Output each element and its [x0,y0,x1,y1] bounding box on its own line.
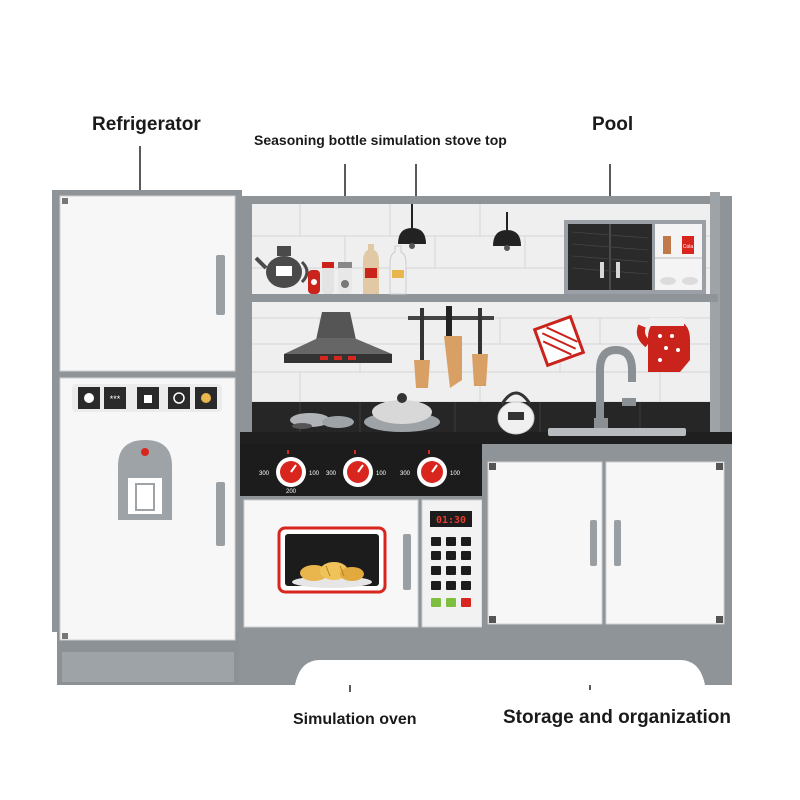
pendant-lamp-icon [398,204,426,249]
knob-right-scale-300: 300 [400,471,411,477]
water-dispenser-icon [118,440,172,520]
utensil-rack [408,306,494,388]
refrigerator-label: Refrigerator [92,114,201,135]
knob-right-scale-100: 100 [450,471,461,477]
knob-left-scale-200: 200 [286,489,297,495]
timer-display-text: 01:30 [436,515,466,526]
oven-pause-key [446,598,456,607]
oven-stop-key [461,598,471,607]
utensil-icon [414,308,430,388]
storage-left-handle [590,520,597,566]
fridge-lower-handle [216,482,225,546]
pool-label: Pool [592,114,634,135]
utensil-icon [444,306,462,388]
faucet-icon [594,345,636,428]
timer-display [430,511,472,527]
oven-handle [403,534,411,590]
storage-right-door [605,461,725,625]
knob-left-scale-300: 300 [259,471,270,477]
pendant-lamp-icon [493,212,521,251]
knob-mid-scale-300: 300 [326,471,337,477]
cola-can-label: Cola [683,244,694,250]
storage-left-door [487,461,603,625]
storage-cabinet [482,444,732,630]
refrigerator: *** [52,190,242,641]
countertop [240,345,732,444]
oven-mitt-icon [636,318,690,372]
utensil-icon [472,308,488,386]
cooking-pot [364,393,440,432]
knob-mid-scale-100: 100 [376,471,387,477]
kettle-icon [497,391,535,435]
oven-start-key [431,598,441,607]
seasoning-stove-label: Seasoning bottle simulation stove top [254,132,507,148]
range-hood-icon [284,312,392,363]
stove-knob-left [276,457,306,487]
stove-knob-right [417,457,447,487]
oven-label: Simulation oven [293,711,417,728]
fridge-upper-door [59,195,236,372]
oven: 01:30 [240,496,485,630]
stove-panel: 300 100 200 300 100 300 100 [240,444,482,496]
storage-right-handle [614,520,621,566]
wall-cabinet: Cola [564,220,706,294]
svg-text:***: *** [110,394,121,404]
knob-left-scale-100: 100 [309,471,320,477]
teapot-icon [254,246,309,288]
frying-pan [290,413,354,429]
seasoning-bottles [308,244,407,295]
bread-icon [300,562,364,581]
stove-knob-middle [343,457,373,487]
fridge-control-icons: *** [78,387,217,409]
pot-holder-icon [532,314,586,368]
seasoning-shelf [250,244,718,302]
oven-keypad [431,537,471,590]
storage-label: Storage and organization [503,707,732,728]
fridge-upper-handle [216,255,225,315]
cola-can [682,236,694,254]
sink-basin [548,428,686,436]
